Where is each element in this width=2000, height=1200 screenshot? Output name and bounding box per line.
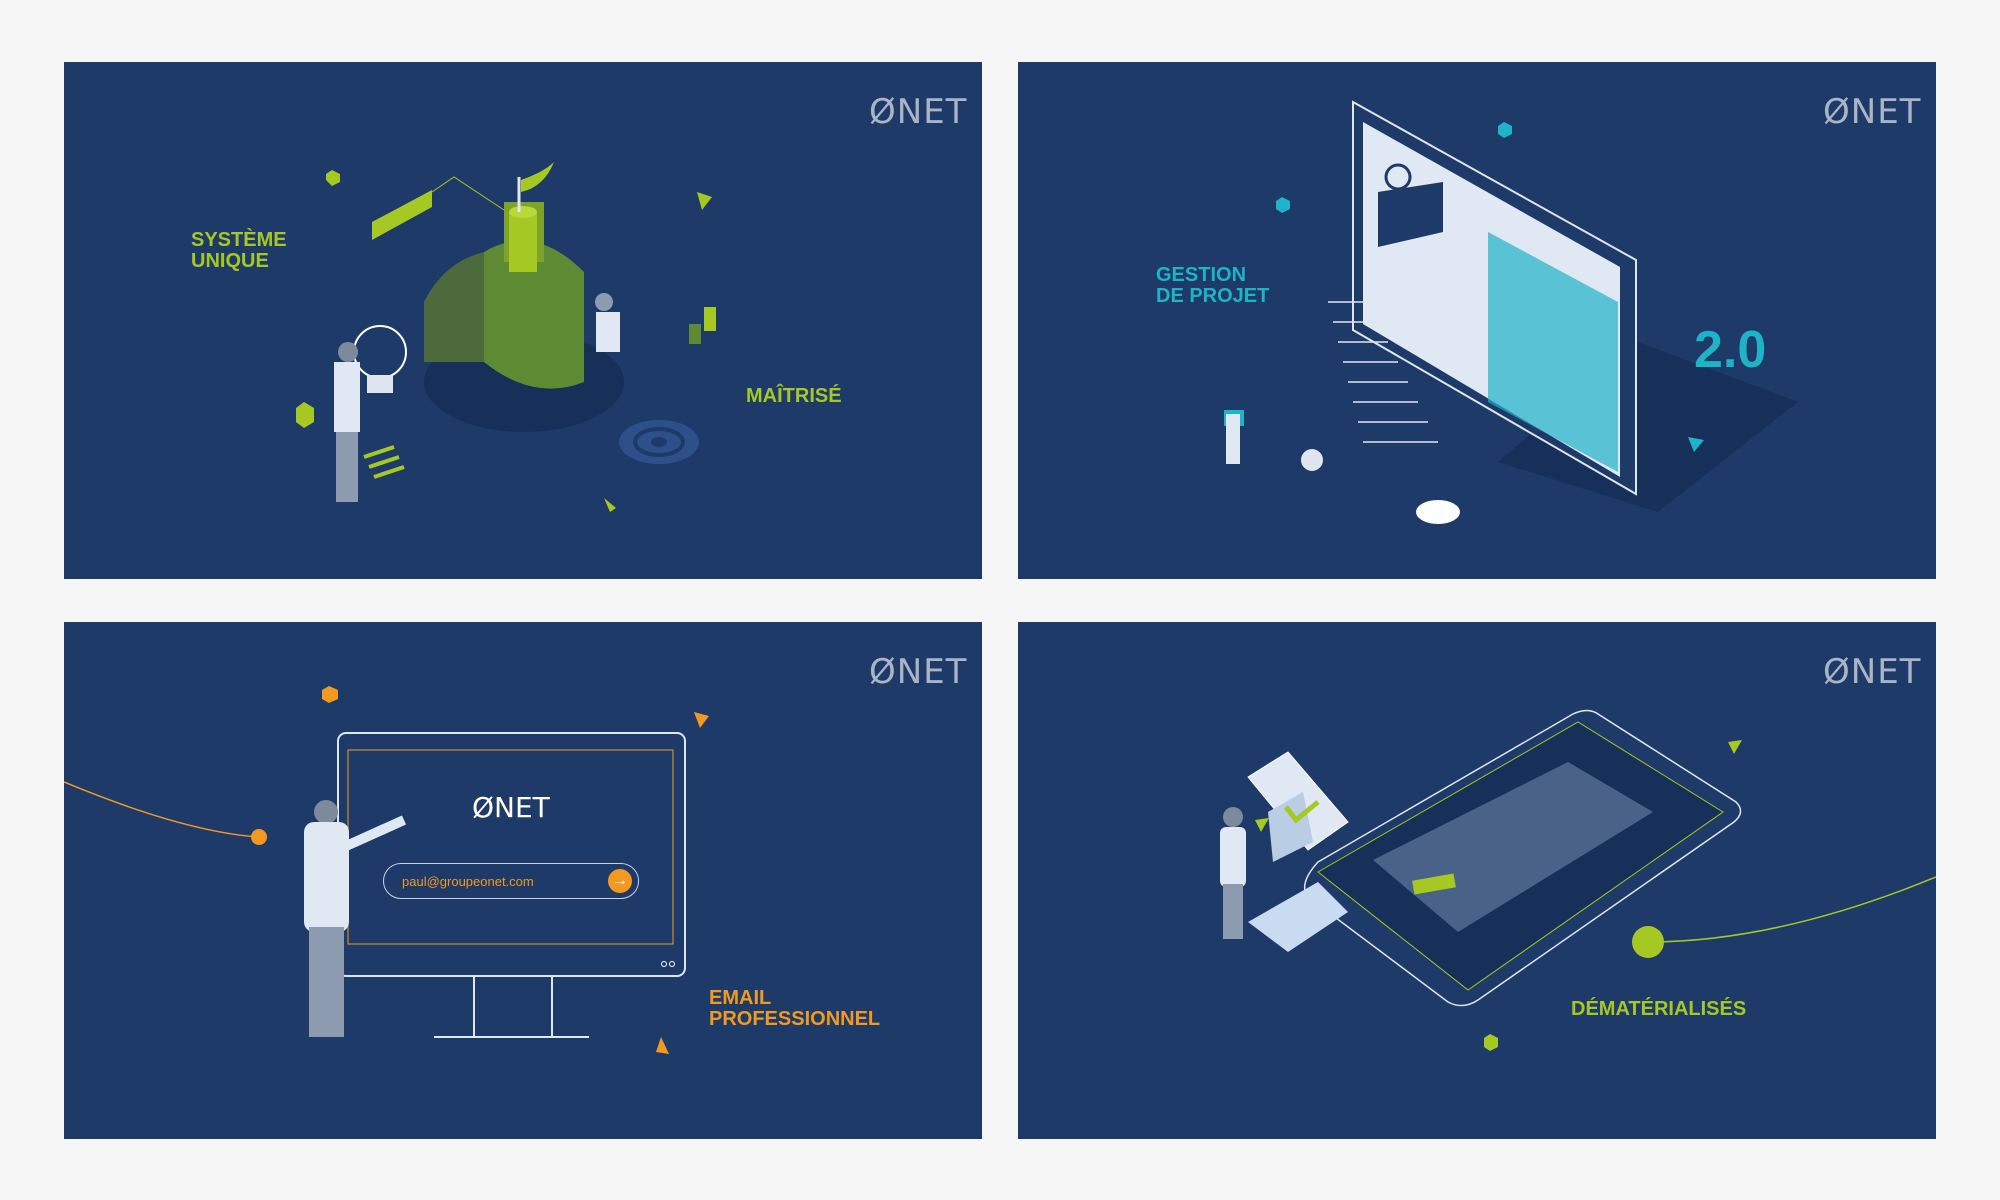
illustration-monitor [1224, 100, 1798, 524]
lightbulb-icon [353, 325, 407, 393]
onet-logo: ØNET [1823, 92, 1922, 132]
checkmark-icon [1284, 800, 1320, 824]
panel-dematerialises: ØNET DÉMATÉRIALISÉS [1018, 622, 1936, 1139]
onet-logo: ØNET [869, 652, 968, 692]
email-input[interactable]: paul@groupeonet.com → [383, 863, 639, 899]
monitor-onet-logo: ØNET [472, 791, 550, 824]
illustration-smartphone [1220, 709, 1936, 1051]
gear-icon [1301, 449, 1323, 471]
label-gestion-projet: GESTION DE PROJET [1156, 264, 1270, 307]
kiosk-icon [1247, 751, 1349, 952]
label-maitrise: MAÎTRISÉ [746, 385, 842, 407]
panel-email-professionnel: ØNET ØNET paul@groupeonet.com → EMAIL PR… [64, 622, 982, 1139]
illustration-mountain [296, 162, 716, 512]
onet-logo: ØNET [1823, 652, 1922, 692]
panel-systeme-unique: 100% ØNET SYSTÈME UNIQUE MAÎTRISÉ [64, 62, 982, 579]
label-systeme-unique: SYSTÈME UNIQUE [191, 229, 287, 272]
email-value: paul@groupeonet.com [402, 873, 534, 889]
version-label: 2.0 [1694, 321, 1767, 379]
smartphone-icon [1303, 709, 1742, 1007]
arrow-right-icon[interactable]: → [608, 869, 632, 893]
panel-gestion-projet: ØNET GESTION DE PROJET 2.0 [1018, 62, 1936, 579]
label-dematerialises: DÉMATÉRIALISÉS [1571, 998, 1747, 1020]
pie-chart-icon [1416, 500, 1460, 524]
monitor-icon [1352, 100, 1637, 496]
label-email-professionnel: EMAIL PROFESSIONNEL [709, 987, 881, 1030]
illustration-desktop [64, 686, 709, 1054]
target-icon [619, 420, 699, 464]
onet-logo: ØNET [869, 92, 968, 132]
